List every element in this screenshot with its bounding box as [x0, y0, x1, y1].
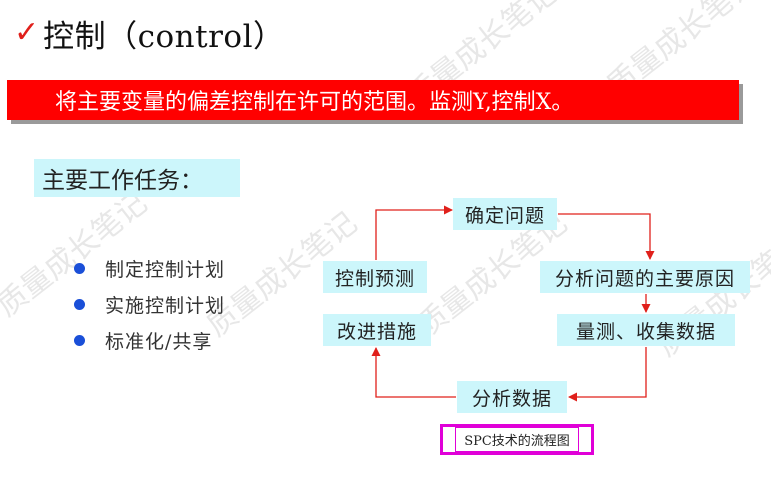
- arrow-to-improve: [371, 347, 456, 398]
- checkmark-icon: ✓: [14, 15, 40, 50]
- bullet-icon: [74, 334, 85, 346]
- arrow-to-confirm: [375, 205, 453, 260]
- list-item: 实施控制计划: [74, 286, 225, 322]
- flow-node-analyze-causes: 分析问题的主要原因: [540, 261, 750, 293]
- bullet-icon: [74, 298, 85, 310]
- tasks-heading: 主要工作任务：: [34, 159, 240, 197]
- task-label: 制定控制计划: [105, 258, 226, 281]
- task-label: 实施控制计划: [105, 294, 226, 317]
- flow-node-measure-collect: 量测、收集数据: [557, 314, 735, 346]
- flow-node-analyze-data: 分析数据: [457, 381, 567, 413]
- arrow-to-analyze-causes: [558, 213, 655, 260]
- flow-node-improve-measures: 改进措施: [323, 314, 431, 346]
- title-text: 控制（control）: [43, 18, 285, 55]
- bullet-icon: [74, 262, 85, 274]
- flow-node-control-forecast: 控制预测: [323, 261, 427, 293]
- caption-text: SPC技术的流程图: [455, 427, 579, 452]
- list-item: 标准化/共享: [74, 322, 225, 358]
- task-label: 标准化/共享: [105, 330, 213, 353]
- flow-caption: SPC技术的流程图: [440, 424, 594, 455]
- objective-banner: 将主要变量的偏差控制在许可的范围。监测Y,控制X。: [7, 80, 739, 120]
- arrow-to-analyze-data: [568, 347, 647, 402]
- list-item: 制定控制计划: [74, 250, 225, 286]
- flow-node-confirm-problem: 确定问题: [453, 198, 557, 230]
- slide-title: ✓ 控制（control）: [14, 10, 285, 56]
- task-list: 制定控制计划 实施控制计划 标准化/共享: [74, 250, 225, 358]
